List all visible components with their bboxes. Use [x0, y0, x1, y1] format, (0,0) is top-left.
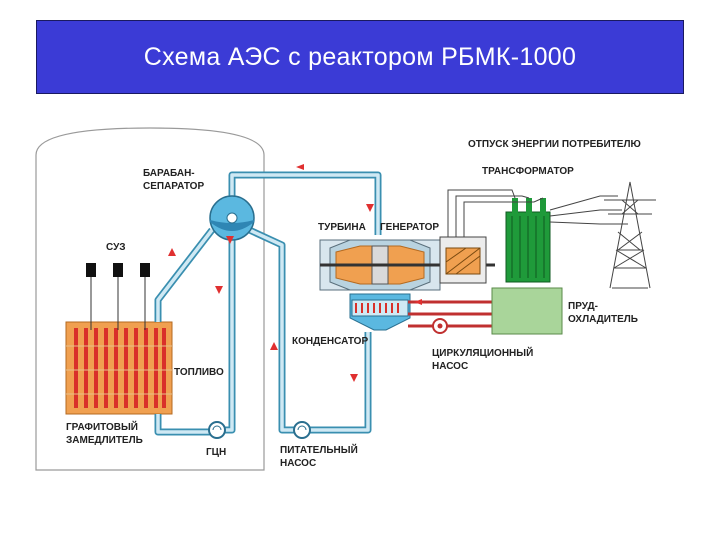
transformer-label: ТРАНСФОРМАТОР — [482, 166, 574, 177]
circ-pump-label-2: НАСОС — [432, 361, 468, 372]
flow-arrows — [168, 164, 422, 382]
feed-pump — [293, 421, 311, 439]
control-rods — [86, 263, 150, 330]
main-circulation-pump — [208, 421, 226, 439]
graphite-label-1: ГРАФИТОВЫЙ — [66, 420, 138, 433]
mcp-label: ГЦН — [206, 447, 226, 458]
separator-label-2: СЕПАРАТОР — [143, 181, 204, 192]
reactor-core — [65, 321, 173, 415]
power-wires — [447, 189, 628, 237]
generator — [439, 236, 487, 284]
suz-label: СУЗ — [106, 242, 126, 253]
circ-pump-label-1: ЦИРКУЛЯЦИОННЫЙ — [432, 346, 533, 359]
pond-label-1: ПРУД- — [568, 301, 598, 312]
title-banner: Схема АЭС с реактором РБМК-1000 — [36, 20, 684, 94]
fuel-label: ТОПЛИВО — [174, 367, 224, 378]
generator-label: ГЕНЕРАТОР — [380, 222, 439, 233]
pipes — [154, 171, 382, 436]
cooling-water-lines — [408, 300, 492, 328]
feed-pump-label-2: НАСОС — [280, 458, 316, 469]
separator-drum — [209, 195, 255, 241]
transmission-tower — [604, 181, 656, 289]
separator-label-1: БАРАБАН- — [143, 168, 195, 179]
circulation-pump — [432, 318, 448, 334]
turbine — [319, 239, 495, 291]
fuel-rods — [74, 328, 166, 408]
condenser — [349, 293, 411, 331]
cooling-pond — [491, 287, 563, 335]
page-title: Схема АЭС с реактором РБМК-1000 — [143, 42, 577, 71]
condenser-label: КОНДЕНСАТОР — [292, 336, 368, 347]
transformer — [505, 198, 551, 283]
pond-label-2: ОХЛАДИТЕЛЬ — [568, 314, 638, 325]
energy-consumer-label: ОТПУСК ЭНЕРГИИ ПОТРЕБИТЕЛЮ — [468, 139, 641, 150]
feed-pump-label-1: ПИТАТЕЛЬНЫЙ — [280, 443, 358, 456]
turbine-label: ТУРБИНА — [318, 222, 366, 233]
graphite-label-2: ЗАМЕДЛИТЕЛЬ — [66, 435, 143, 446]
